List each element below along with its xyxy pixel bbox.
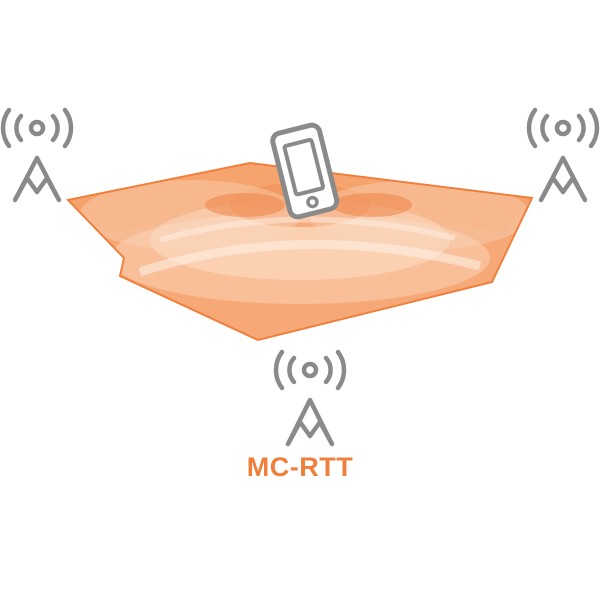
- smartphone-icon: [270, 122, 340, 220]
- diagram-caption: MC-RTT: [246, 452, 354, 482]
- antenna-tower-icon: [526, 107, 600, 203]
- antenna-tower-icon: [273, 349, 347, 447]
- coverage-overlaps: [80, 180, 530, 304]
- antenna-tower-icon: [0, 107, 74, 203]
- coverage-plane: [66, 161, 534, 342]
